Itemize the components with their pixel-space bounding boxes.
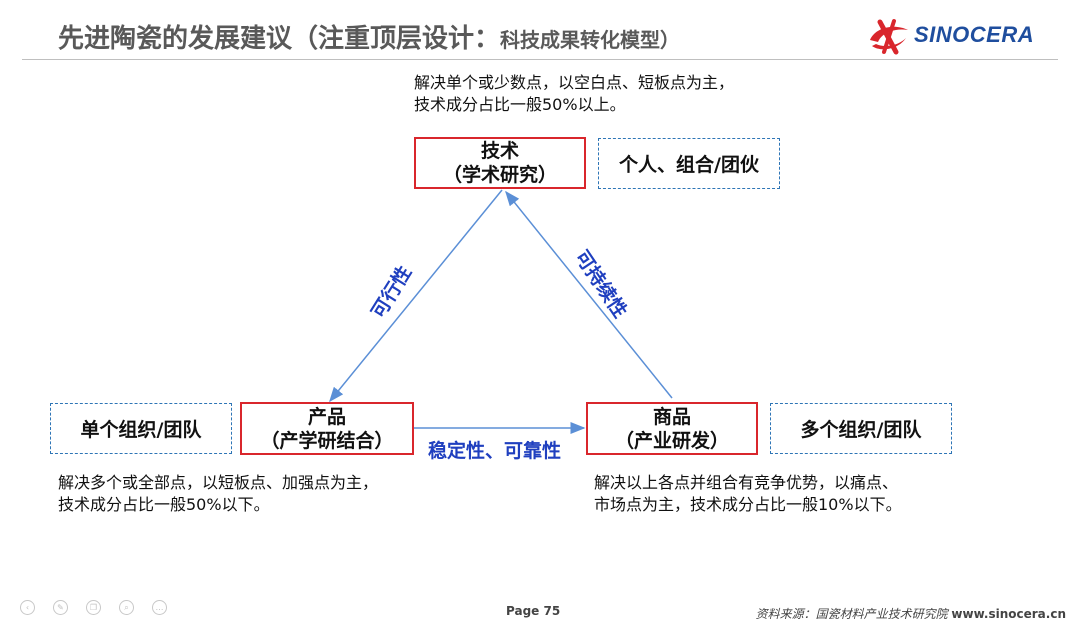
node-product-title: 产品 — [307, 405, 346, 428]
prev-icon[interactable]: ‹ — [20, 600, 35, 615]
node-commodity: 商品 （产业研发） — [586, 402, 758, 455]
side-box-product: 单个组织/团队 — [50, 403, 232, 454]
node-tech-subtitle: （学术研究） — [442, 164, 557, 186]
logo-text: SINOCERA — [914, 22, 1035, 47]
node-commodity-subtitle: （产业研发） — [614, 429, 729, 452]
note-tech: 解决单个或少数点，以空白点、短板点为主， 技术成分占比一般50%以上。 — [414, 73, 735, 114]
source-url[interactable]: www.sinocera.cn — [951, 607, 1066, 621]
slide-nav-controls: ‹ ✎ ❐ ⌕ … — [20, 600, 167, 615]
node-commodity-title: 商品 — [652, 405, 691, 428]
zoom-icon[interactable]: ⌕ — [119, 600, 134, 615]
node-tech: 技术 （学术研究） — [414, 137, 586, 189]
copy-icon[interactable]: ❐ — [86, 600, 101, 615]
logo-mark-icon — [870, 19, 908, 55]
arrow-tech-to-product — [329, 189, 503, 403]
title-sub-text: 科技成果转化模型） — [500, 28, 681, 52]
note-commodity: 解决以上各点并组合有竞争优势，以痛点、 市场点为主，技术成分占比一般10%以下。 — [594, 473, 902, 514]
edit-icon[interactable]: ✎ — [53, 600, 68, 615]
side-box-commodity: 多个组织/团队 — [770, 403, 952, 454]
node-tech-title: 技术 — [480, 140, 519, 162]
footer-source: 资料来源：国瓷材料产业技术研究院 www.sinocera.cn — [756, 605, 1066, 622]
sinocera-logo: SINOCERA — [866, 16, 1052, 56]
arrow-commodity-to-tech — [505, 190, 673, 399]
more-icon[interactable]: … — [152, 600, 167, 615]
side-box-tech: 个人、组合/团伙 — [598, 138, 780, 189]
page-number: Page 75 — [506, 604, 561, 618]
node-product: 产品 （产学研结合） — [240, 402, 414, 455]
header-divider — [22, 59, 1058, 60]
title-main-text: 先进陶瓷的发展建议（注重顶层设计： — [58, 24, 501, 54]
note-product: 解决多个或全部点，以短板点、加强点为主， 技术成分占比一般50%以下。 — [58, 473, 379, 514]
node-product-subtitle: （产学研结合） — [260, 429, 394, 452]
edge-label-bottom: 稳定性、可靠性 — [428, 440, 562, 462]
page-title: 先进陶瓷的发展建议（注重顶层设计：科技成果转化模型） — [58, 18, 680, 55]
source-text: 资料来源：国瓷材料产业技术研究院 — [755, 607, 948, 621]
